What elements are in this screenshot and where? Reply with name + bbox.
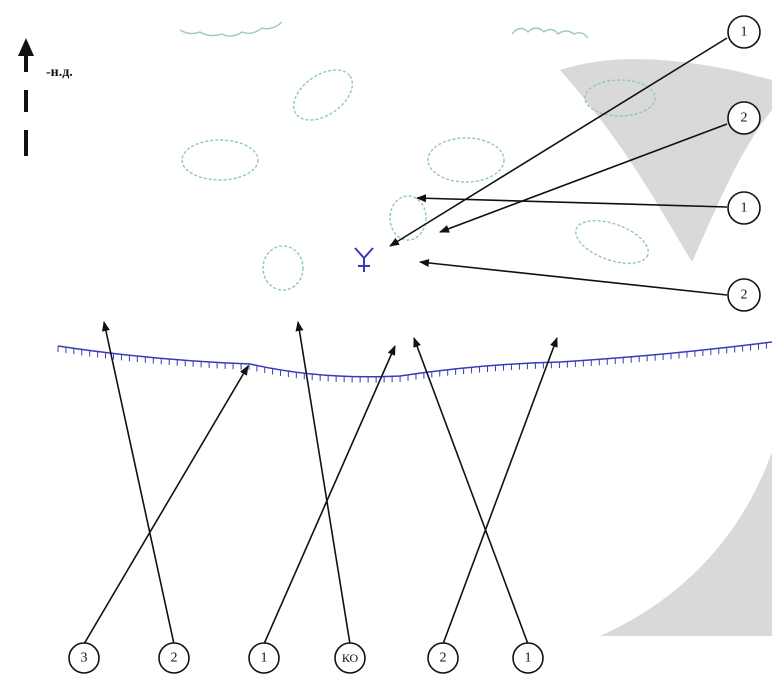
svg-text:1: 1 [741, 201, 748, 216]
bush-icon [584, 79, 656, 117]
sector-label: 2 [727, 278, 761, 312]
bush-icon [181, 139, 259, 181]
svg-text:КО: КО [342, 651, 359, 665]
svg-text:2: 2 [741, 111, 748, 126]
bush-icon [511, 27, 589, 39]
svg-text:1: 1 [741, 25, 748, 40]
arrow [439, 123, 728, 233]
shaded-sector-bottom [600, 452, 772, 636]
arrow [295, 321, 351, 645]
arrow [263, 345, 396, 645]
bottom-label: 1 [248, 642, 280, 674]
svg-text:2: 2 [171, 651, 178, 666]
sector-label: 1 [727, 15, 761, 49]
bush-icon [389, 195, 427, 241]
sector-label: 1 [727, 191, 761, 225]
svg-text:2: 2 [440, 651, 447, 666]
shaded-sector-top [560, 59, 772, 263]
svg-text:1: 1 [525, 651, 532, 666]
arrow [83, 365, 249, 645]
north-arrow-icon [18, 38, 34, 156]
arrow [442, 337, 558, 645]
bush-icon [575, 219, 649, 265]
arrow [413, 337, 529, 645]
bush-icon [427, 137, 505, 183]
svg-text:3: 3 [81, 651, 88, 666]
svg-text:2: 2 [741, 288, 748, 303]
arrow [102, 321, 175, 645]
observer-icon [354, 247, 374, 272]
arrow [416, 194, 728, 208]
bottom-label: 2 [427, 642, 459, 674]
bottom-label: КО [334, 642, 366, 674]
sector-label: 2 [727, 101, 761, 135]
bottom-label: 1 [512, 642, 544, 674]
bush-icon [292, 69, 354, 121]
vegetation-group [179, 21, 656, 291]
north-label: -н.д. [46, 65, 73, 80]
bottom-label: 2 [158, 642, 190, 674]
arrow [389, 37, 728, 247]
contour-line [57, 341, 772, 383]
bottom-label: 3 [68, 642, 100, 674]
bush-icon [262, 245, 304, 291]
svg-text:1: 1 [261, 651, 268, 666]
arrow [419, 258, 728, 296]
bush-icon [179, 21, 283, 37]
